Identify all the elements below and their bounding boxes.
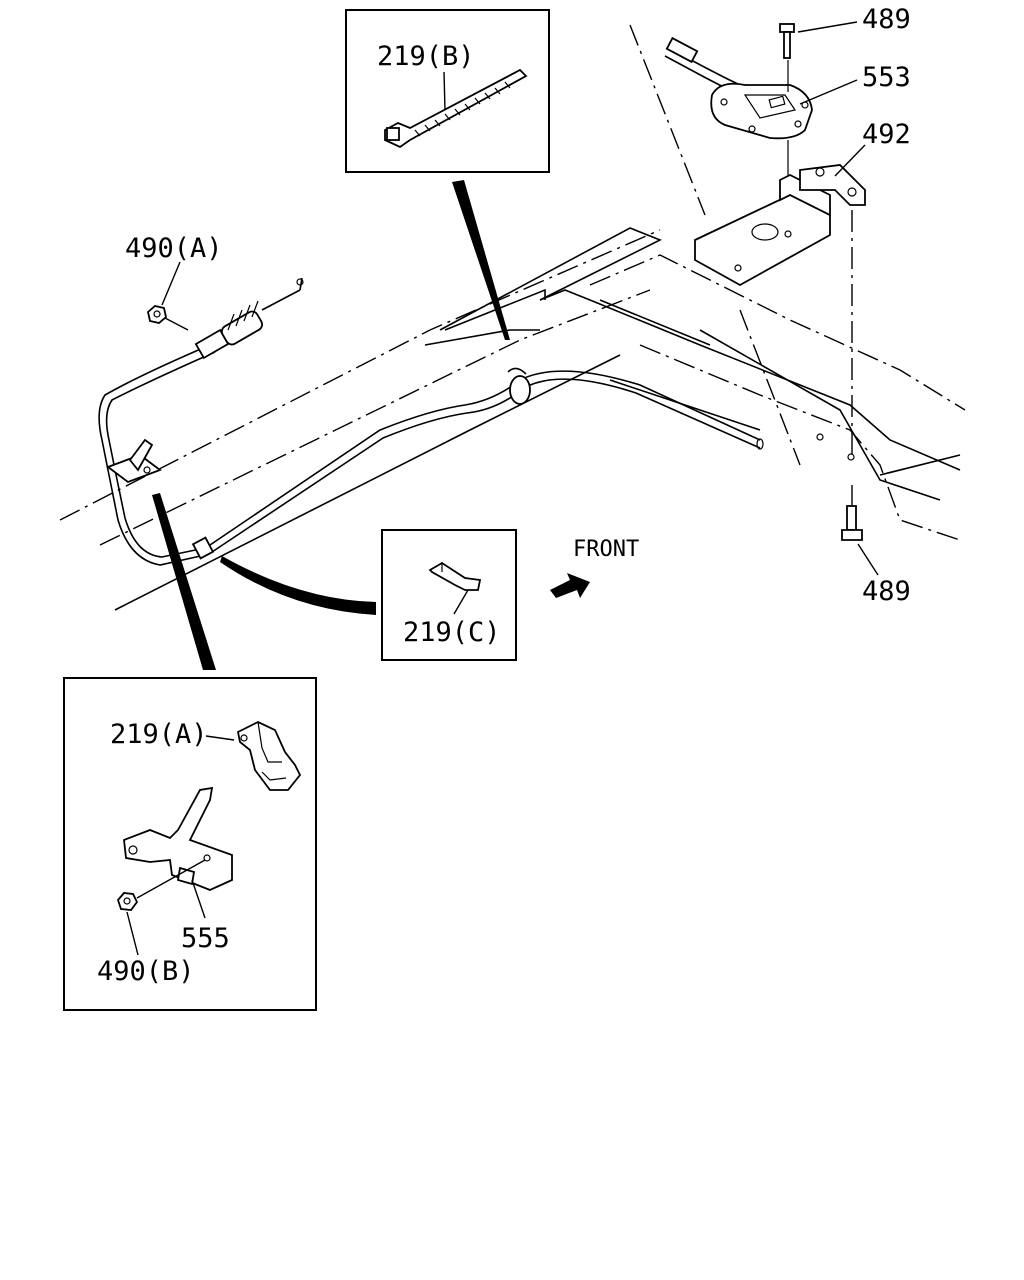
bolt-489-top-icon	[779, 23, 795, 59]
pointer-219a	[152, 493, 216, 670]
nut-490a-icon	[147, 305, 167, 324]
callout-489-top: 489	[862, 4, 911, 35]
callout-490b: 490(B)	[97, 956, 195, 987]
pointer-219c	[220, 556, 376, 615]
bolt-489-bottom-icon	[841, 485, 863, 541]
control-cable	[98, 344, 764, 566]
cable-clip-center	[507, 367, 531, 405]
callout-219c: 219(C)	[403, 617, 501, 648]
clip-219a-icon	[236, 720, 302, 791]
pointer-219b	[452, 180, 510, 340]
front-label: FRONT	[573, 537, 639, 562]
callout-219a: 219(A)	[110, 719, 208, 750]
nut-490b-icon	[116, 892, 139, 911]
callout-489-bottom: 489	[862, 576, 911, 607]
mounting-bracket-492	[694, 164, 866, 287]
inset-219a: 219(A) 555 490(B)	[63, 677, 317, 1011]
callout-555: 555	[181, 923, 230, 954]
cable-bracket-left	[106, 438, 162, 484]
callout-490a: 490(A)	[125, 233, 223, 264]
callout-553: 553	[862, 62, 911, 93]
inset-219c: 219(C)	[381, 529, 517, 661]
callout-219b: 219(B)	[377, 41, 475, 72]
front-direction: FRONT	[550, 537, 639, 598]
front-arrow-icon	[550, 573, 590, 598]
cable-end-fitting	[194, 277, 304, 360]
bracket-555-icon	[123, 786, 233, 891]
floor-frame	[59, 227, 966, 611]
cable-clip-lower	[191, 536, 215, 560]
callout-492: 492	[862, 119, 911, 150]
inset-219b: 219(B)	[345, 9, 550, 173]
